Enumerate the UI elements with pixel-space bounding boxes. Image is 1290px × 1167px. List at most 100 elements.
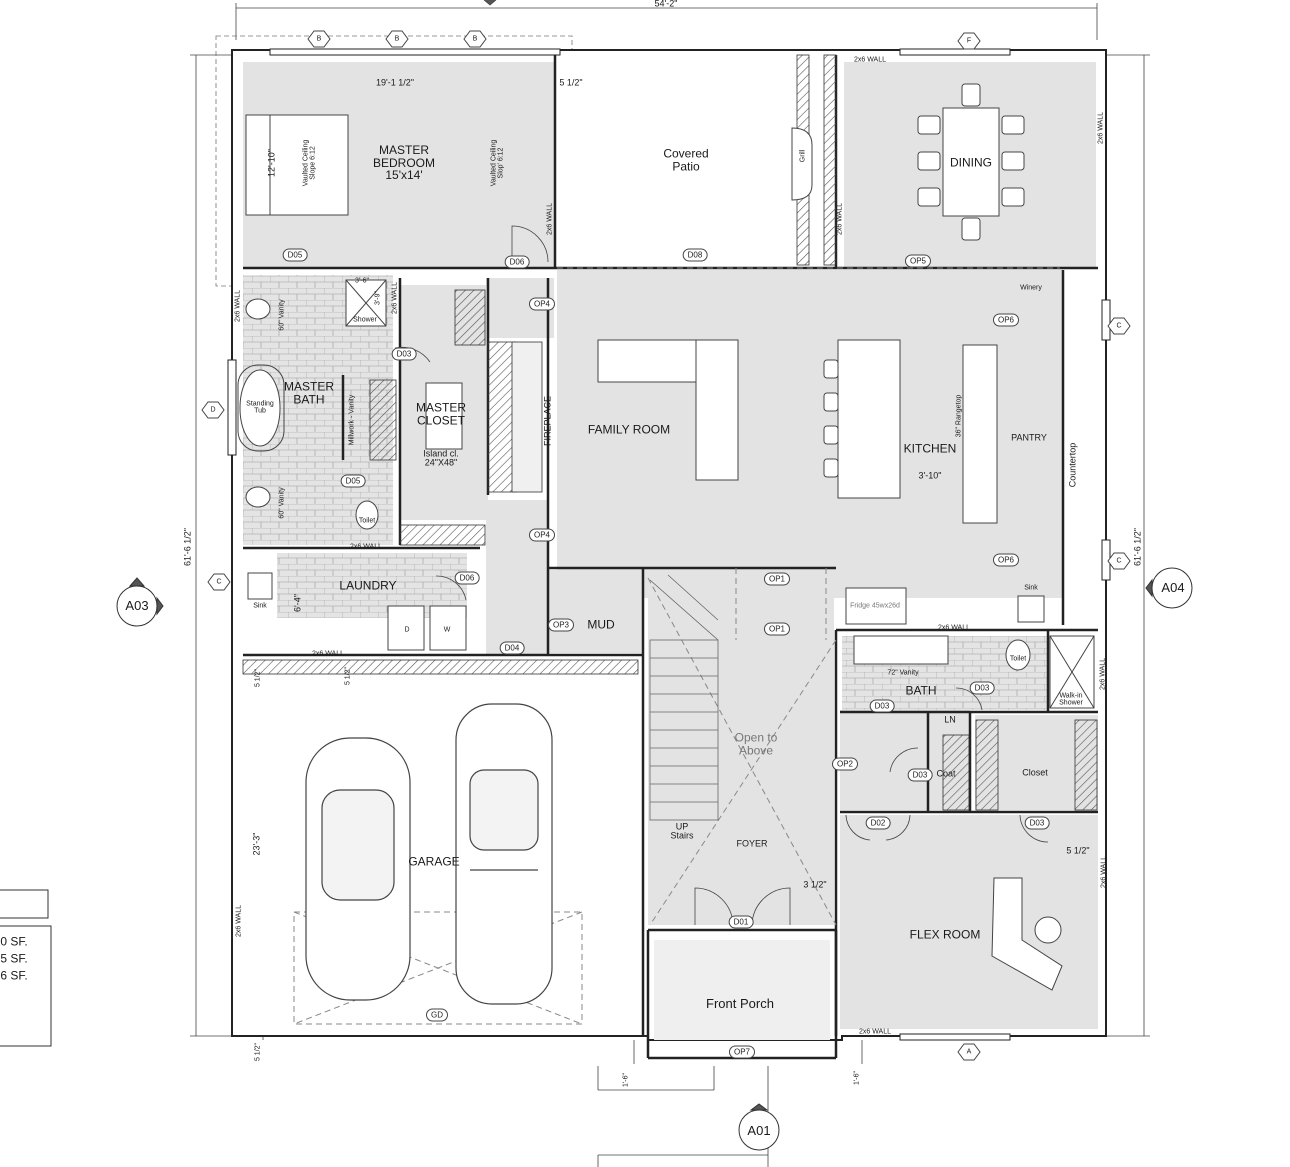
opening-tag: OP2 (831, 757, 859, 771)
opening-tag: OP6 (992, 553, 1020, 567)
standing-tub-label: Standing Tub (246, 400, 274, 415)
door-tag: D06 (454, 571, 480, 585)
fridge-label: Fridge 45wx26d (850, 602, 900, 610)
grid-marker: C (216, 578, 222, 586)
door-tag: D05 (340, 474, 366, 488)
millwork-vanity-label: Millwork - Vanity (348, 394, 356, 446)
room-foyer: FOYER (736, 838, 768, 849)
room-garage: GARAGE (408, 854, 460, 869)
grid-marker: F (966, 37, 972, 45)
room-pantry: PANTRY (1011, 432, 1047, 443)
wall-note: 2x6 WALL (853, 56, 887, 64)
island-closet-note: Island cl. 24"X48" (423, 448, 459, 468)
car-illustrations (305, 703, 553, 1005)
hatched-walls (242, 54, 1098, 811)
walkin-shower-label: Walk-in Shower (1059, 692, 1083, 707)
shower-label: Shower (353, 316, 377, 324)
dimension-label: 5 1/2" (254, 668, 262, 688)
door-tag: D08 (682, 248, 708, 262)
wall-note: 2x6 WALL (349, 543, 383, 551)
room-master-bedroom: MASTER BEDROOM 15'x14' (372, 143, 436, 183)
dimension-label: 3'-9" (374, 291, 382, 305)
door-tag: D06 (504, 255, 530, 269)
dimension-label: 1'-6" (622, 1073, 630, 1087)
grid-marker: D (210, 406, 216, 414)
room-master-closet: MASTER CLOSET (415, 400, 467, 427)
legend-area-line: 6 SF. (0, 968, 28, 983)
dimension-label: 5 1/2" (559, 77, 583, 88)
wall-note: 2x6 WALL (391, 281, 399, 315)
room-flex-room: FLEX ROOM (909, 927, 981, 942)
vaulted-ceiling-label: Vaulted Ceiling Slope 6:12 (302, 139, 317, 187)
section-marker-a01: A01 (747, 1123, 771, 1139)
room-linen: LN (944, 714, 956, 725)
wall-note: 2x6 WALL (836, 202, 844, 236)
dryer-label: D (404, 626, 410, 634)
rangetop-label: 36" Rangetop (955, 394, 963, 438)
countertop-label: Countertop (1067, 442, 1078, 488)
door-tag: D05 (282, 248, 308, 262)
wall-note: 2x6 WALL (937, 624, 971, 632)
dimension-label: 12'-10" (266, 149, 277, 177)
dimension-label: 5 1/2" (1066, 845, 1090, 856)
room-kitchen: KITCHEN (903, 441, 957, 456)
section-marker-a03: A03 (125, 598, 149, 614)
dimension-label: 3 1/2" (803, 879, 827, 890)
door-tag: D03 (969, 681, 995, 695)
opening-tag: OP7 (728, 1045, 756, 1059)
grid-marker: B (316, 35, 322, 43)
door-tag: D04 (499, 641, 525, 655)
door-tag: D02 (865, 816, 891, 830)
room-closet: Closet (1022, 767, 1048, 778)
grid-marker: B (472, 35, 478, 43)
grid-marker: A (966, 1048, 972, 1056)
sink-label: Sink (1024, 584, 1038, 592)
dimension-label: 1'-6" (853, 1071, 861, 1085)
wall-note: 2x6 WALL (546, 202, 554, 236)
winery-label: Winery (1020, 284, 1042, 292)
toilet-label: Toilet (358, 517, 376, 525)
door-tag: D03 (1024, 816, 1050, 830)
door-tag: D03 (391, 347, 417, 361)
washer-label: W (443, 626, 451, 634)
room-master-bath: MASTER BATH (283, 379, 335, 406)
vanity-72-label: 72" Vanity (887, 669, 919, 677)
wall-note: 2x6 WALL (1099, 657, 1107, 691)
door-tag: D01 (728, 915, 754, 929)
vanity-label: 60" Vanity (278, 487, 286, 519)
room-dining: DINING (950, 155, 992, 170)
dimension-label: 6'-4" (292, 594, 303, 612)
wall-note: 2x6 WALL (311, 650, 345, 658)
dimension-label: 3'-10" (918, 470, 942, 481)
furniture (237, 83, 1095, 991)
room-coat: Coat (936, 768, 956, 779)
grid-marker-shapes (201, 30, 1131, 1061)
stairs-label: UP Stairs (670, 821, 694, 841)
interior-walls (243, 55, 1098, 1060)
room-covered-patio: Covered Patio (663, 146, 709, 173)
windows (227, 48, 1111, 1041)
opening-tag: OP4 (528, 528, 556, 542)
grid-marker: C (1116, 322, 1122, 330)
legend-box (0, 889, 52, 1047)
toilet-label: Toilet (1009, 655, 1027, 663)
dimension-label: 3'-6" (355, 277, 369, 285)
dimension-label: 19'-1 1/2" (376, 77, 414, 88)
room-family-room: FAMILY ROOM (587, 422, 671, 437)
stairs (649, 574, 719, 821)
opening-tag: OP5 (904, 254, 932, 268)
vaulted-ceiling-label: Vaulted Ceiling Slop' 6:12 (490, 139, 505, 187)
dimension-label: 23'-3" (251, 832, 262, 856)
opening-tag: OP6 (992, 313, 1020, 327)
vanity-label: 60" Vanity (278, 299, 286, 331)
wall-note: 2x6 WALL (1097, 111, 1105, 145)
room-bath: BATH (905, 683, 937, 698)
overall-depth-left-label: 61'-6 1/2" (182, 528, 193, 566)
opening-tag: OP3 (547, 618, 575, 632)
wall-note: 2x6 WALL (235, 904, 243, 938)
legend-area-line: 0 SF. (0, 934, 28, 949)
dimension-label: 5 1/2" (344, 666, 352, 686)
room-front-porch: Front Porch (706, 996, 774, 1012)
legend-area-line: 5 SF. (0, 951, 28, 966)
